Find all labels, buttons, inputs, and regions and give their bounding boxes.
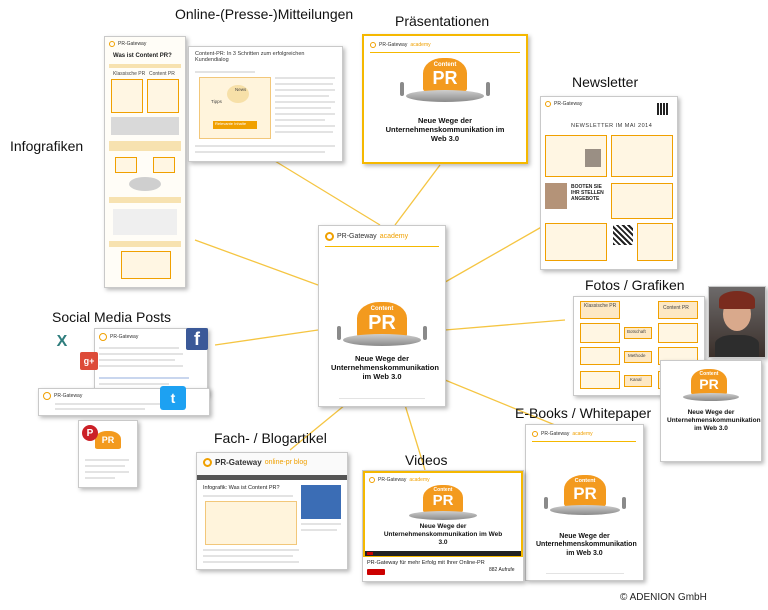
pinterest-icon[interactable]: P (82, 425, 98, 441)
social-post-pinterest: PR (78, 420, 138, 488)
content-pr-logo: Content PR (420, 58, 470, 98)
infografik-col1: Klassische PR (113, 71, 146, 77)
xing-icon[interactable]: X (53, 333, 71, 351)
ebook-headline: Neue Wege der Unternehmenskommunikation … (536, 533, 637, 557)
brand-logo-icon (532, 431, 538, 437)
ray-praesentationen (394, 164, 441, 226)
copyright: © ADENION GmbH (620, 592, 707, 603)
ray-infografiken (194, 239, 319, 286)
portrait-photo (708, 286, 766, 358)
infografik-title: Was ist Content PR? (113, 53, 172, 59)
fotos-content: Content PR (663, 305, 689, 311)
ray-fotos (444, 319, 566, 331)
video-headline: Neue Wege der Unternehmenskommunikation … (383, 523, 503, 546)
pressrelease-news: News (235, 87, 247, 92)
praesentation-headline: Neue Wege der Unternehmenskommunikation … (385, 116, 505, 143)
ebook-page-secondary: Content PR Neue Wege der Unternehmenskom… (660, 360, 762, 462)
pressrelease-tips: Tipps (211, 99, 222, 104)
video-caption: PR-Gateway für mehr Erfolg mit Ihrer Onl… (367, 560, 485, 566)
newsletter-block: BOOTEN SIE IHR STELLEN ANGEBOTE (571, 184, 604, 202)
label-infografiken: Infografiken (10, 138, 84, 154)
video-content-pr-logo: Content PR (421, 485, 465, 517)
ray-videos (404, 404, 426, 471)
fotos-methode: Methode (628, 353, 646, 358)
pressrelease-title: Content-PR: In 3 Schritten zum erfolgrei… (195, 51, 305, 64)
newsletter-brand: PR-Gateway (545, 101, 582, 107)
brand-logo-icon (43, 392, 51, 400)
subscribe-icon[interactable] (367, 569, 385, 575)
brand-logo-icon (325, 232, 334, 241)
infografik-thumbnail: PR-Gateway Was ist Content PR? Klassisch… (104, 36, 186, 288)
google-plus-icon[interactable]: g+ (80, 352, 98, 370)
label-fotos-grafiken: Fotos / Grafiken (585, 277, 685, 293)
infografik-brand: PR-Gateway (109, 41, 146, 47)
ebook-content-pr-logo: Content PR (562, 475, 608, 511)
video-views: 882 Aufrufe (489, 567, 515, 573)
label-ebooks: E-Books / Whitepaper (515, 405, 652, 421)
content-pr-logo-small: Content PR (689, 369, 729, 399)
label-newsletter: Newsletter (572, 74, 639, 90)
center-content-pr-logo: Content PR (355, 302, 409, 342)
ray-ebooks (444, 379, 556, 426)
play-icon[interactable] (367, 552, 373, 555)
ray-blog (289, 404, 346, 451)
fotos-botschaft: Botschaft (627, 329, 646, 334)
label-fach-blog: Fach- / Blogartikel (214, 430, 327, 446)
social-account: PR-Gateway (43, 392, 82, 400)
secondary-ebook-headline: Neue Wege der Unternehmenskommunikation … (667, 409, 761, 432)
pressrelease-diagram-label: Relevante Inhalte (215, 121, 247, 126)
fotos-kanal: Kanal (630, 377, 642, 382)
fotos-classic: Klassische PR (584, 303, 617, 309)
label-videos: Videos (405, 452, 448, 468)
pressrelease-thumbnail: Content-PR: In 3 Schritten zum erfolgrei… (188, 46, 343, 162)
blog-article-title: Infografik: Was ist Content PR? (203, 485, 280, 491)
brand-logo-icon (99, 333, 107, 341)
ray-online-presse (269, 157, 381, 226)
ray-newsletter (439, 224, 546, 286)
brand-logo-icon (203, 458, 212, 467)
social-account: PR-Gateway (99, 333, 138, 341)
label-praesentationen: Präsentationen (395, 13, 490, 29)
infografik-col2: Content PR (149, 71, 175, 77)
newsletter-thumbnail: PR-Gateway NEWSLETTER IM MAI 2014 BOOTEN… (540, 96, 678, 270)
twitter-icon[interactable]: t (160, 386, 186, 410)
ray-social (214, 329, 319, 346)
pinterest-content-pr-logo: PR (93, 431, 123, 451)
brand-logo-icon (370, 42, 376, 48)
label-social-media: Social Media Posts (52, 309, 172, 325)
label-online-presse: Online-(Presse-)Mitteilungen (175, 6, 354, 22)
center-headline: Neue Wege der Unternehmenskommunikation … (331, 354, 439, 381)
brand-logo-icon (545, 101, 551, 107)
brand-logo-icon (109, 41, 115, 47)
newsletter-heading: NEWSLETTER IM MAI 2014 (571, 123, 653, 129)
brand-logo-icon (369, 477, 375, 483)
facebook-icon[interactable]: f (186, 328, 208, 350)
